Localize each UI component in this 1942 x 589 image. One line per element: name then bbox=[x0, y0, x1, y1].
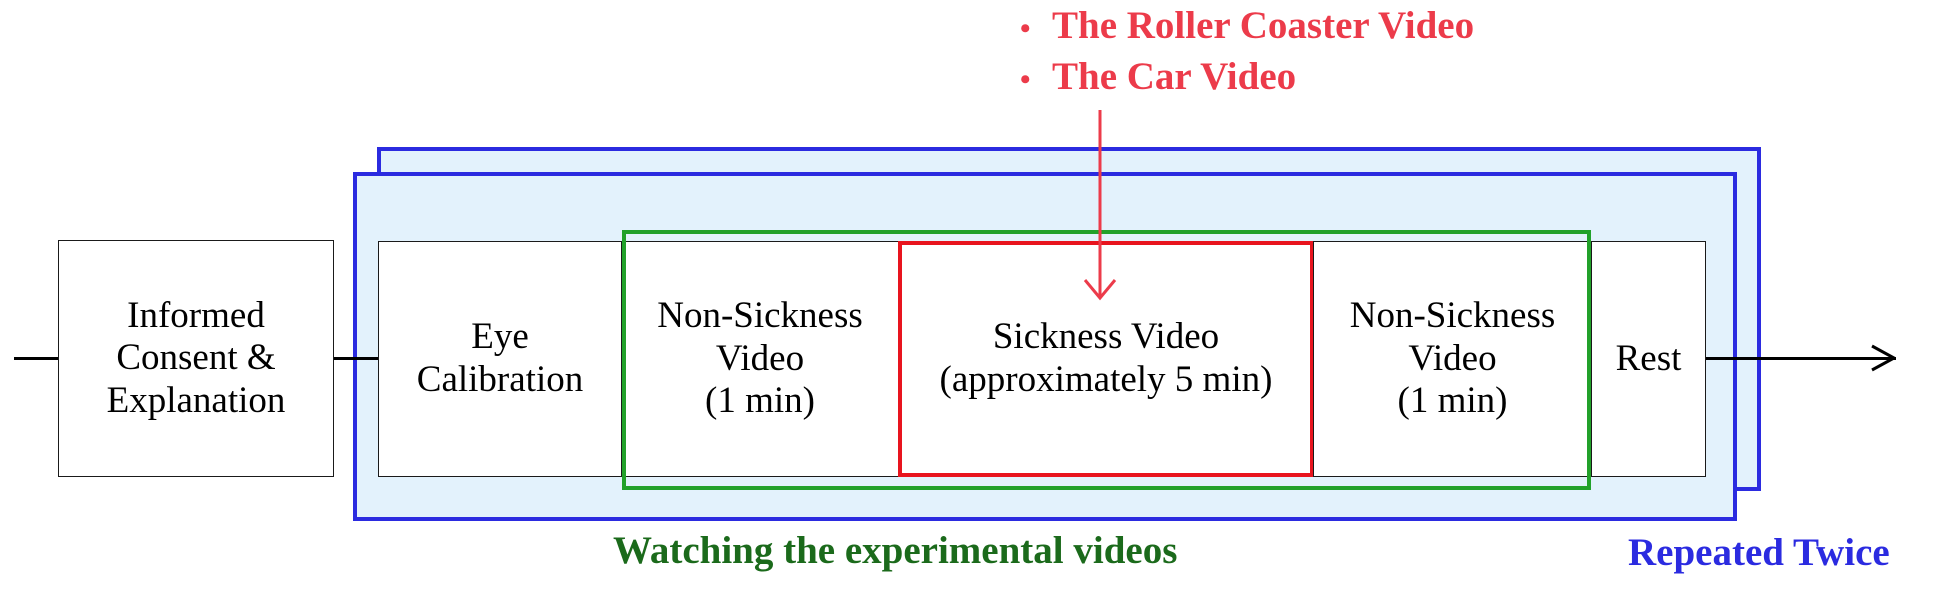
bullet-icon: • bbox=[1020, 12, 1031, 45]
step-eye-calibration-label: Eye Calibration bbox=[416, 316, 584, 400]
sickness-video-list: • The Roller Coaster Video • The Car Video bbox=[1020, 0, 1474, 102]
step-non-sickness-video-1-label: Non-Sickness Video (1 min) bbox=[657, 295, 863, 422]
step-sickness-video-box: Sickness Video (approximately 5 min) bbox=[898, 241, 1314, 477]
flow-line-connector bbox=[333, 357, 379, 360]
flow-line-end bbox=[1706, 357, 1896, 360]
step-sickness-video-label: Sickness Video (approximately 5 min) bbox=[939, 316, 1273, 400]
video-list-item: • The Roller Coaster Video bbox=[1020, 0, 1474, 51]
step-rest-box: Rest bbox=[1591, 241, 1706, 477]
video-list-item: • The Car Video bbox=[1020, 51, 1474, 102]
step-consent-box: Informed Consent & Explanation bbox=[58, 240, 334, 477]
video-list-item-label: The Roller Coaster Video bbox=[1052, 4, 1475, 47]
step-rest-label: Rest bbox=[1615, 337, 1682, 379]
step-non-sickness-video-2-label: Non-Sickness Video (1 min) bbox=[1349, 295, 1556, 422]
step-consent-label: Informed Consent & Explanation bbox=[106, 294, 286, 421]
flow-arrow-head-icon bbox=[1871, 344, 1896, 372]
bullet-icon: • bbox=[1020, 63, 1031, 96]
watching-videos-group-label: Watching the experimental videos bbox=[613, 529, 1178, 572]
repeated-twice-label: Repeated Twice bbox=[1628, 531, 1890, 574]
video-list-item-label: The Car Video bbox=[1052, 55, 1297, 98]
flow-line-start bbox=[14, 357, 59, 360]
step-eye-calibration-box: Eye Calibration bbox=[378, 241, 622, 477]
video-pointer-arrow-icon bbox=[1083, 110, 1117, 301]
watching-videos-group-frame bbox=[622, 230, 1591, 490]
